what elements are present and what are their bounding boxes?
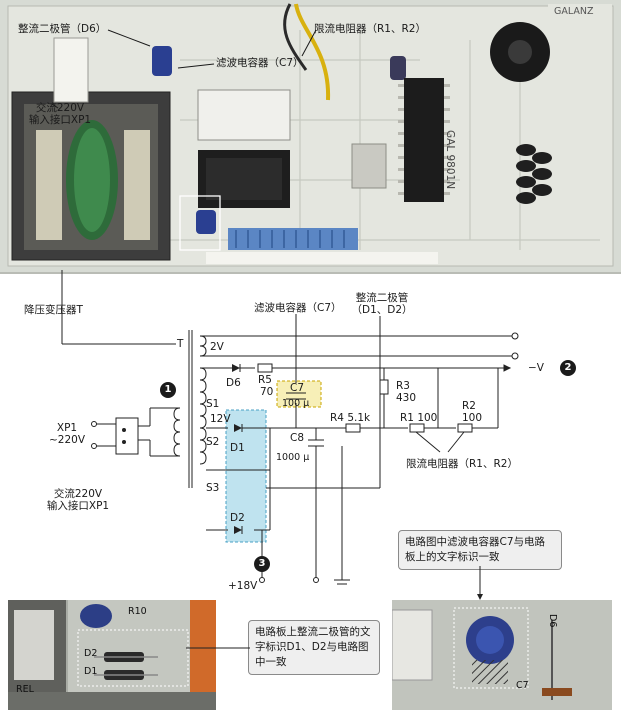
xp1-schem-line1: XP1 xyxy=(56,422,78,434)
board-brand: GALANZ xyxy=(554,6,594,17)
c7-label: 滤波电容器（C7） xyxy=(216,57,304,69)
silk-d2: D2 xyxy=(84,648,98,659)
r5-label: R5 xyxy=(258,374,272,386)
closeup-right-drawing xyxy=(392,600,612,710)
d6-schem-label: D6 xyxy=(226,377,241,389)
c8-label: C8 xyxy=(290,432,305,444)
badge-3: 3 xyxy=(254,556,270,572)
s2-label: S2 xyxy=(206,436,220,448)
rectifier-label: 整流二极管 （D1、D2） xyxy=(346,292,418,316)
r1-r2-label: 限流电阻器（R1、R2） xyxy=(314,23,426,35)
filter-cap-label: 滤波电容器（C7） xyxy=(254,302,342,314)
rectifier-label-line2: （D1、D2） xyxy=(351,304,413,316)
xp1-schem-label: XP1 ~220V xyxy=(40,422,94,446)
r3-label: R3 xyxy=(396,380,410,392)
board-drawing xyxy=(0,0,621,272)
silk-d1: D1 xyxy=(84,666,98,677)
s3-label: S3 xyxy=(206,482,220,494)
d1-schem-label: D1 xyxy=(230,442,245,454)
plus18-label: +18V xyxy=(228,580,258,592)
r3-value: 430 xyxy=(396,392,417,404)
silk-rel: REL xyxy=(16,684,34,695)
closeup-left-drawing xyxy=(8,600,216,710)
limit-resistor-label: 限流电阻器（R1、R2） xyxy=(406,458,518,470)
v2-label: 2V xyxy=(210,341,224,353)
rectifier-label-line1: 整流二极管 xyxy=(355,292,409,304)
board-closeup-right: D6 C7 xyxy=(392,600,612,710)
xp1-label-line2: 输入接口XP1 xyxy=(28,114,92,126)
d6-label: 整流二极管（D6） xyxy=(18,23,107,35)
d1-symbol xyxy=(234,424,242,432)
xp1-input-line1: 交流220V xyxy=(53,488,103,500)
callout-left: 电路板上整流二极管的文字标识D1、D2与电路图中一致 xyxy=(248,620,380,675)
v12-label: 12V xyxy=(210,413,231,425)
d6-symbol xyxy=(232,364,240,372)
s1-label: S1 xyxy=(206,398,220,410)
xp1-label-line1: 交流220V xyxy=(35,102,85,114)
r2-label: R2 xyxy=(462,400,476,412)
silk-r10: R10 xyxy=(128,606,147,617)
xp1-schem-line2: ~220V xyxy=(48,434,86,446)
r4-label: R4 5.1k xyxy=(330,412,371,424)
board-closeup-left: R10 D2 D1 REL xyxy=(8,600,216,710)
callout-right: 电路图中滤波电容器C7与电路板上的文字标识一致 xyxy=(398,530,562,570)
r5-value: 70 xyxy=(260,386,274,398)
silk-c7: C7 xyxy=(516,680,529,691)
c7-schem-label: C7 xyxy=(290,382,305,394)
xp1-input-label: 交流220V 输入接口XP1 xyxy=(30,488,126,512)
c8-value: 1000 μ xyxy=(276,452,310,463)
rectifier-highlight xyxy=(225,409,267,543)
badge-1: 1 xyxy=(160,382,176,398)
c7-highlight xyxy=(276,380,322,408)
r2-value: 100 xyxy=(462,412,483,424)
transformer-label: 降压变压器T xyxy=(24,304,83,316)
circuit-board-photo: 整流二极管（D6） 限流电阻器（R1、R2） 滤波电容器（C7） 交流220V … xyxy=(0,0,621,274)
badge-2: 2 xyxy=(560,360,576,376)
xp1-input-line2: 输入接口XP1 xyxy=(46,500,110,512)
t-label: T xyxy=(177,338,184,350)
d2-schem-label: D2 xyxy=(230,512,245,524)
c7-value: 100 μ xyxy=(282,398,310,409)
r1-label: R1 100 xyxy=(400,412,438,424)
neg-v-label: −V xyxy=(528,362,544,374)
d2-symbol xyxy=(234,526,242,534)
xp1-label-top: 交流220V 输入接口XP1 xyxy=(20,102,100,126)
